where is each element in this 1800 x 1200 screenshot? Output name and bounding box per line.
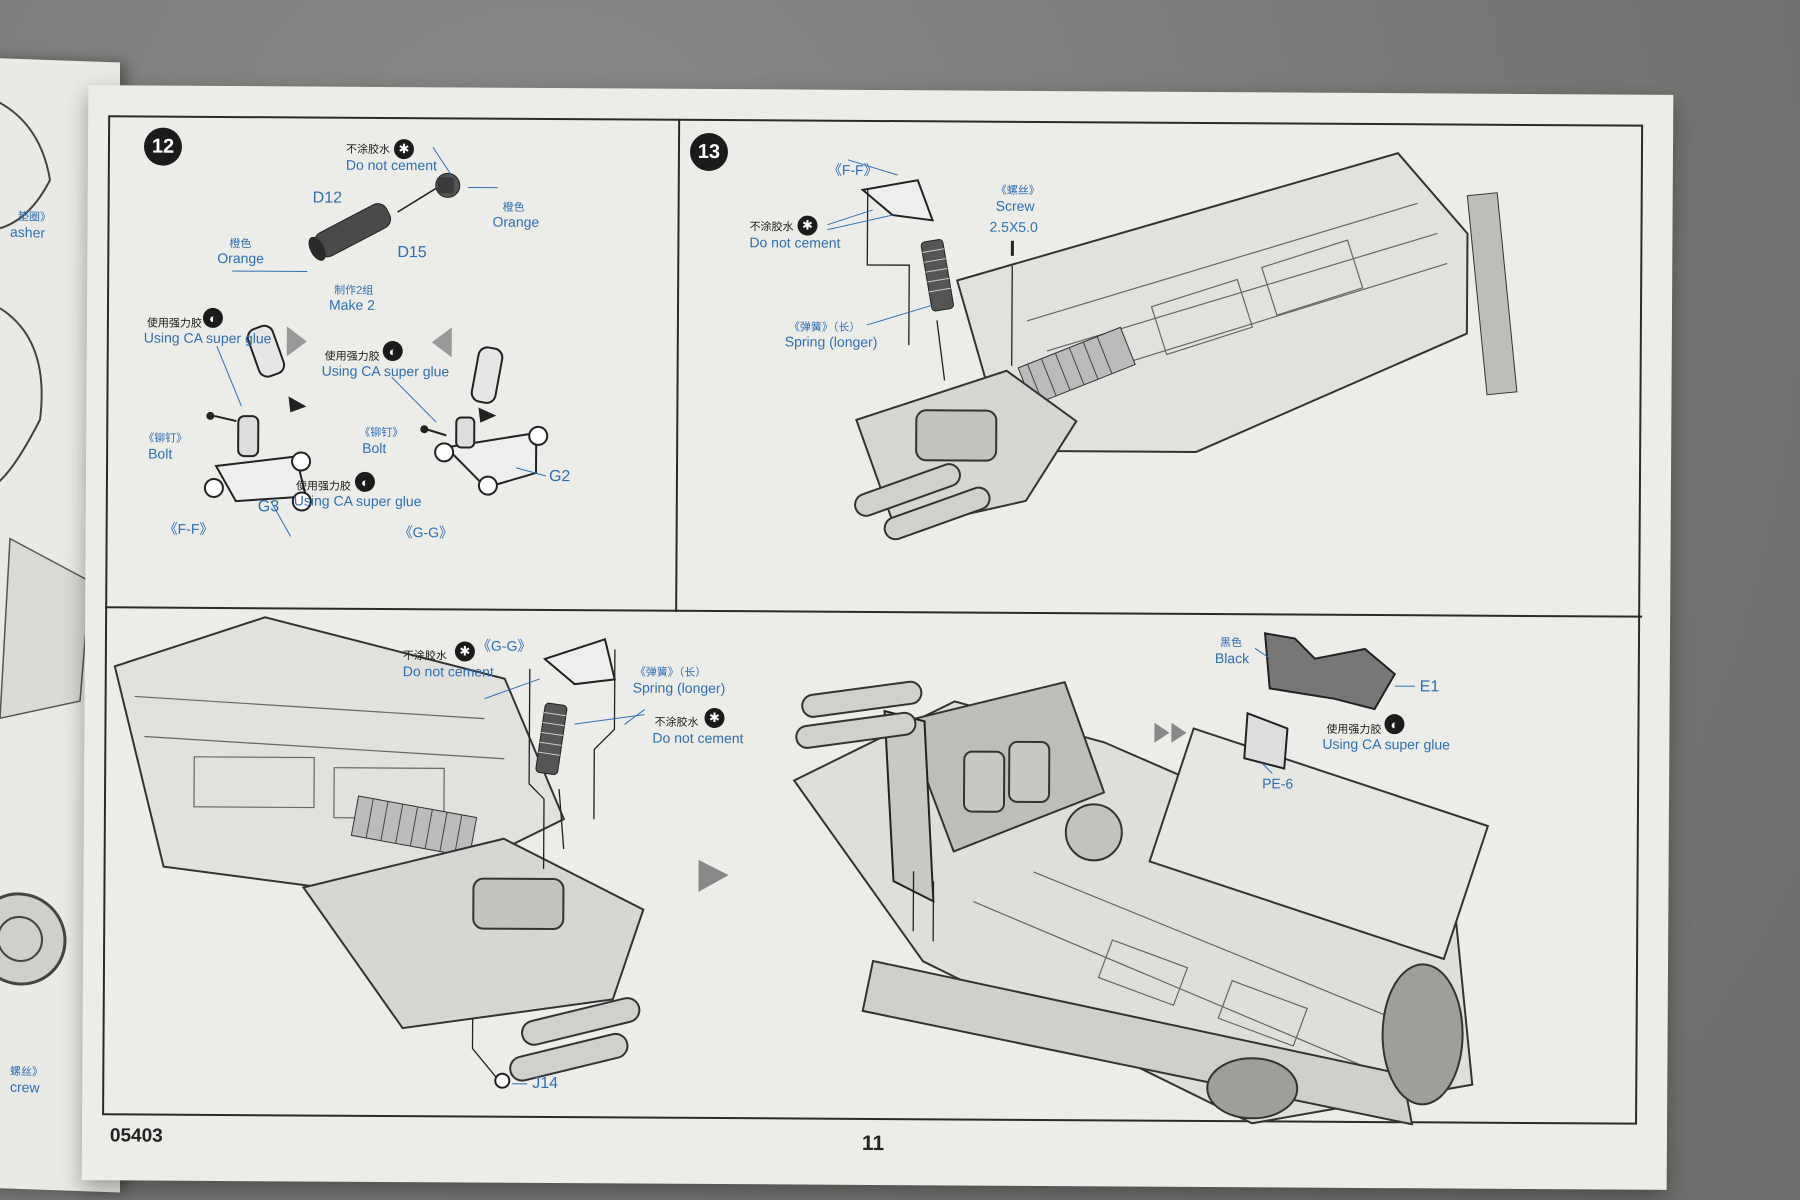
spring-label: Spring (longer): [632, 679, 726, 697]
instruction-page: 12: [81, 85, 1674, 1190]
part-j14-label: J14: [532, 1074, 559, 1093]
part-d15-label: D15: [397, 244, 427, 262]
no-cement-label: Do not cement: [749, 234, 841, 251]
left-page-text-2: asher: [10, 223, 46, 241]
page-number: 11: [861, 1131, 885, 1156]
step-13-panel: 13: [675, 118, 1646, 618]
screw-size-label: 2.5X5.0: [989, 218, 1038, 235]
left-page-text-4: crew: [10, 1078, 40, 1096]
part-g2-label: G2: [548, 467, 571, 486]
ca-glue-icon: ◐: [1384, 714, 1405, 735]
no-cement-icon: ✱: [797, 215, 818, 236]
product-code: 05403: [109, 1125, 163, 1147]
ca-glue-icon: ◐: [202, 307, 224, 328]
bolt-label-2: Bolt: [362, 439, 387, 456]
screw-label: Screw: [995, 197, 1035, 214]
ca-glue-label-2: Using CA super glue: [321, 362, 450, 380]
step-12-panel: 12: [105, 115, 681, 612]
bottom-panel: 不涂胶水 ✱ 《G-G》 Do not cement 《弹簧》（长） Sprin…: [102, 606, 1642, 1126]
view-ff-label: 《F-F》: [163, 520, 214, 537]
no-cement-label-2: Do not cement: [652, 729, 744, 747]
ca-glue-label: Using CA super glue: [1322, 735, 1451, 753]
no-cement-icon: ✱: [704, 707, 725, 729]
step-12-drawing: [203, 147, 549, 537]
ca-glue-label-1: Using CA super glue: [143, 329, 272, 347]
step-13-drawing: [827, 152, 1518, 541]
no-cement-label: Do not cement: [402, 663, 494, 680]
bolt-label-1: Bolt: [148, 445, 173, 462]
view-ff-label: 《F-F》: [827, 161, 878, 178]
black-label: Black: [1214, 650, 1250, 667]
orange-label-2: Orange: [217, 249, 265, 267]
part-g3-label: G3: [257, 498, 280, 516]
no-cement-icon: ✱: [454, 641, 475, 662]
left-page-drawing: [0, 96, 91, 986]
orange-label-1: Orange: [492, 213, 540, 230]
bottom-drawing: [113, 616, 1490, 1126]
part-d12-label: D12: [312, 189, 343, 207]
part-e1-label: E1: [1419, 678, 1440, 696]
make-2-label: Make 2: [328, 296, 375, 313]
view-gg-label: 《G-G》: [398, 524, 454, 541]
left-page-edge: 垫圈》 asher 螺丝》 crew: [0, 57, 120, 1193]
part-pe6-label: PE-6: [1262, 775, 1294, 792]
ca-glue-icon: ◐: [382, 340, 403, 362]
view-gg-label: 《G-G》: [476, 637, 532, 654]
spring-label: Spring (longer): [784, 333, 878, 350]
ca-glue-label-3: Using CA super glue: [293, 492, 422, 510]
no-cement-label: Do not cement: [345, 156, 437, 174]
instruction-frame: 12: [102, 115, 1646, 1126]
ca-glue-icon: ◐: [354, 471, 376, 492]
